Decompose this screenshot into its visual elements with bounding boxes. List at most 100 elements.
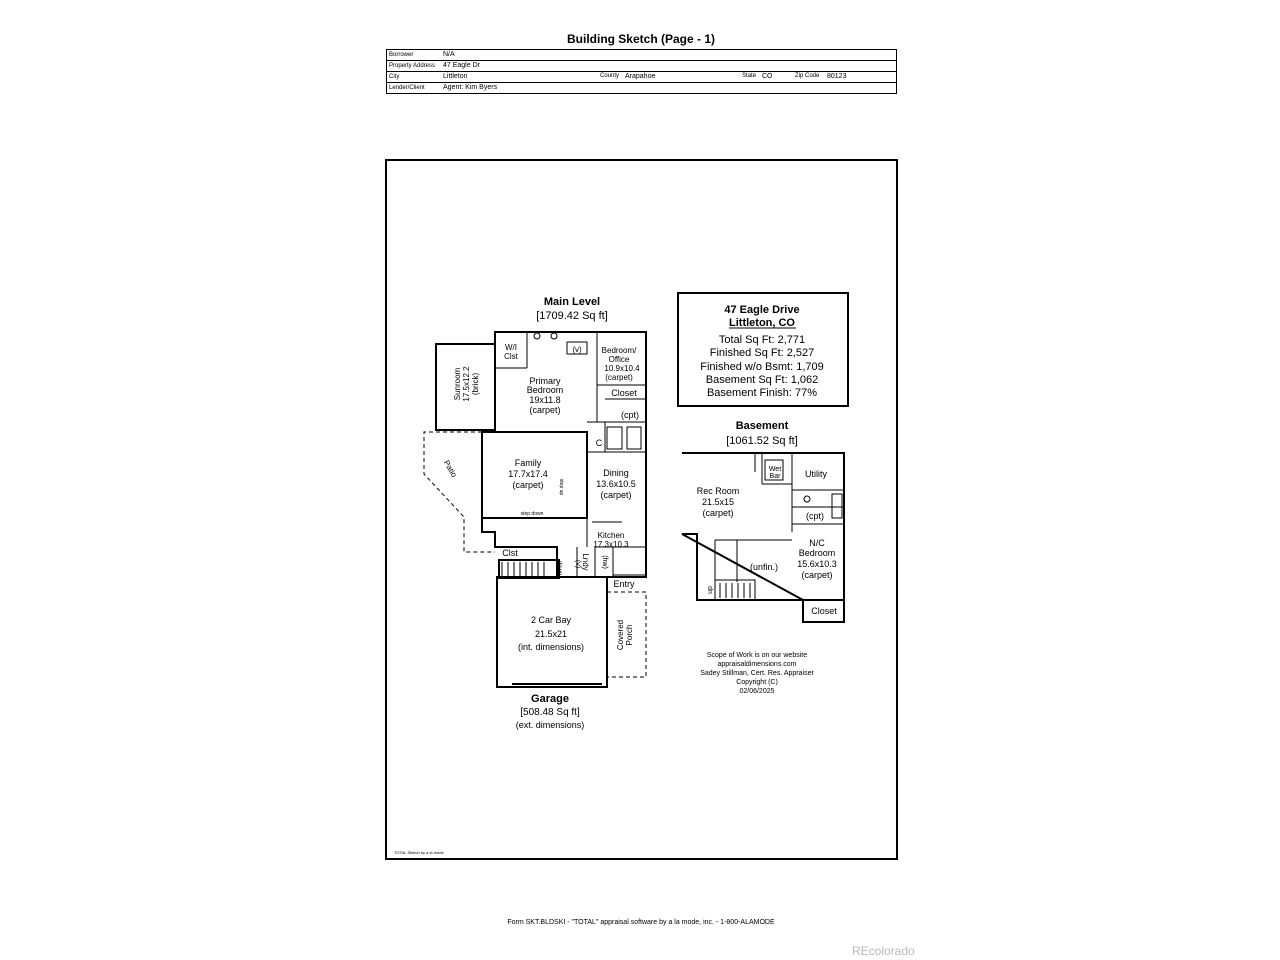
summary-total: Total Sq Ft: 2,771 [719,334,805,346]
office-label-2: Office [609,355,630,364]
recolorado-watermark: REcolorado [852,944,915,958]
main-level-labels: W/I Clst (v) Bedroom/ Office 10.9x10.4 (… [442,343,640,589]
rec-room-label-1: Rec Room [697,486,740,496]
garage-title: Garage [531,693,569,705]
dining-label-2: 13.6x10.5 [596,479,636,489]
lender-label: Lender/Client [389,85,425,91]
clst-label: Clst [502,548,518,558]
porch-label-2: Porch [625,625,634,646]
basement-title: Basement [736,420,789,432]
basement-closet-label: Closet [811,606,837,616]
office-label-4: (carpet) [605,373,633,382]
notes-line-3: Sadey Stillman, Cert. Res. Appraiser [700,670,814,677]
zip-label: Zip Code [795,73,820,79]
water-heater-label: (hw) [601,555,608,569]
city-label: City [389,74,400,80]
entry-label: Entry [613,579,635,589]
family-label-2: 17.7x17.4 [508,469,548,479]
basement-cpt-label: (cpt) [806,511,824,521]
sketch-frame: Main Level [1709.42 Sq ft] W/I Clst (v) … [385,159,898,860]
property-info-table: Borrower N/A Property Address 47 Eagle D… [386,49,897,94]
primary-label-3: 19x11.8 [529,395,560,405]
garage-area: [508.48 Sq ft] [520,707,580,718]
summary-box [677,292,849,407]
main-level-title: Main Level [544,296,600,308]
garage-labels: 2 Car Bay 21.5x21 (int. dimensions) Cove… [516,615,634,730]
rec-room-label-2: 21.5x15 [702,497,734,507]
basement-closet-outline [802,599,845,623]
county-value: Arapahoe [625,73,656,80]
basement-labels: Wet Bar Utility Rec Room 21.5x15 (carpet… [697,466,838,616]
notes-line-5: 02/06/2025 [739,688,774,695]
garage-note: (ext. dimensions) [516,720,585,730]
notes-line-1: Scope of Work is on our website [707,652,807,659]
zip-value: 80123 [827,73,847,80]
family-label-3: (carpet) [512,480,543,490]
software-credit: TOTAL Sketch by a la mode [394,850,445,855]
garage-bay-label-1: 2 Car Bay [531,615,572,625]
office-closet-label: Closet [611,388,637,398]
basement-area: [1061.52 Sq ft] [726,435,798,447]
lender-value: Agent: Kim Byers [443,84,498,91]
sunroom-label-2: 17.5x12.2 [462,366,471,402]
wet-bar-label-2: Bar [770,473,782,480]
sunroom-outline [435,343,496,431]
office-label-1: Bedroom/ [602,346,637,355]
family-label-1: Family [515,458,542,468]
summary-basement: Basement Sq Ft: 1,062 [706,374,819,386]
wet-bar-label-1: Wet [769,466,781,473]
family-outline [481,431,588,519]
office-label-3: 10.9x10.4 [604,364,640,373]
sunroom-label-1: Sunroom [453,367,462,400]
address-label: Property Address [389,63,436,69]
floor-plan-svg: Main Level [1709.42 Sq ft] W/I Clst (v) … [394,292,849,855]
rec-room-label-3: (carpet) [702,508,733,518]
nc-bedroom-label-3: 15.6x10.3 [797,559,837,569]
stairs-up-label: up [707,586,714,594]
summary-basement-finish: Basement Finish: 77% [707,387,817,399]
nc-bedroom-label-4: (carpet) [801,570,832,580]
summary-finished: Finished Sq Ft: 2,527 [710,347,815,359]
kitchen-label-2: 17.3x10.3 [593,540,629,549]
nc-bedroom-label-1: N/C [809,538,825,548]
garage-outline [496,576,608,688]
summary-city: Littleton, CO [729,317,795,329]
wi-closet-label-2: Clst [504,352,519,361]
sunroom-label-3: (brick) [471,373,480,396]
notes-line-4: Copyright (C) [736,679,778,686]
laundry-label: Lndy [581,553,590,570]
state-label: State [742,73,757,79]
wi-closet-label-1: W/I [505,343,517,352]
utility-label: Utility [805,469,827,479]
borrower-label: Borrower [389,52,414,58]
step-down-label: step down [521,511,544,517]
dining-label-1: Dining [603,468,629,478]
summary-title: 47 Eagle Drive [724,304,799,316]
primary-label-2: Bedroom [527,385,564,395]
patio-outline [423,431,495,553]
cpt-label: (cpt) [621,410,639,420]
kitchen-label-1: Kitchen [598,531,625,540]
garage-bay-label-2: 21.5x21 [535,629,567,639]
step-up-label: step up [558,479,564,496]
page-title: Building Sketch (Page - 1) [566,32,716,46]
appraiser-notes: Scope of Work is on our website appraisa… [700,652,814,695]
nc-bedroom-label-2: Bedroom [799,548,836,558]
notes-line-2: appraisaldimensions.com [718,661,797,668]
borrower-value: N/A [443,51,455,58]
main-level-area: [1709.42 Sq ft] [536,310,608,322]
summary-finished-no-bsmt: Finished w/o Bsmt: 1,709 [700,361,824,373]
dining-label-3: (carpet) [600,490,631,500]
c-closet-label: C [596,438,603,448]
unfinished-label: (unfin.) [750,562,778,572]
state-value: CO [762,73,773,80]
primary-label-4: (carpet) [529,405,560,415]
summary-text: 47 Eagle Drive Littleton, CO Total Sq Ft… [700,304,824,399]
address-value: 47 Eagle Dr [443,62,480,69]
primary-label-1: Primary [530,376,561,386]
patio-label: Patio [442,459,459,480]
vent-label: (v) [574,560,581,568]
covered-porch [607,591,647,678]
stairs-down-label: down [556,561,562,575]
city-value: Littleton [443,73,468,80]
